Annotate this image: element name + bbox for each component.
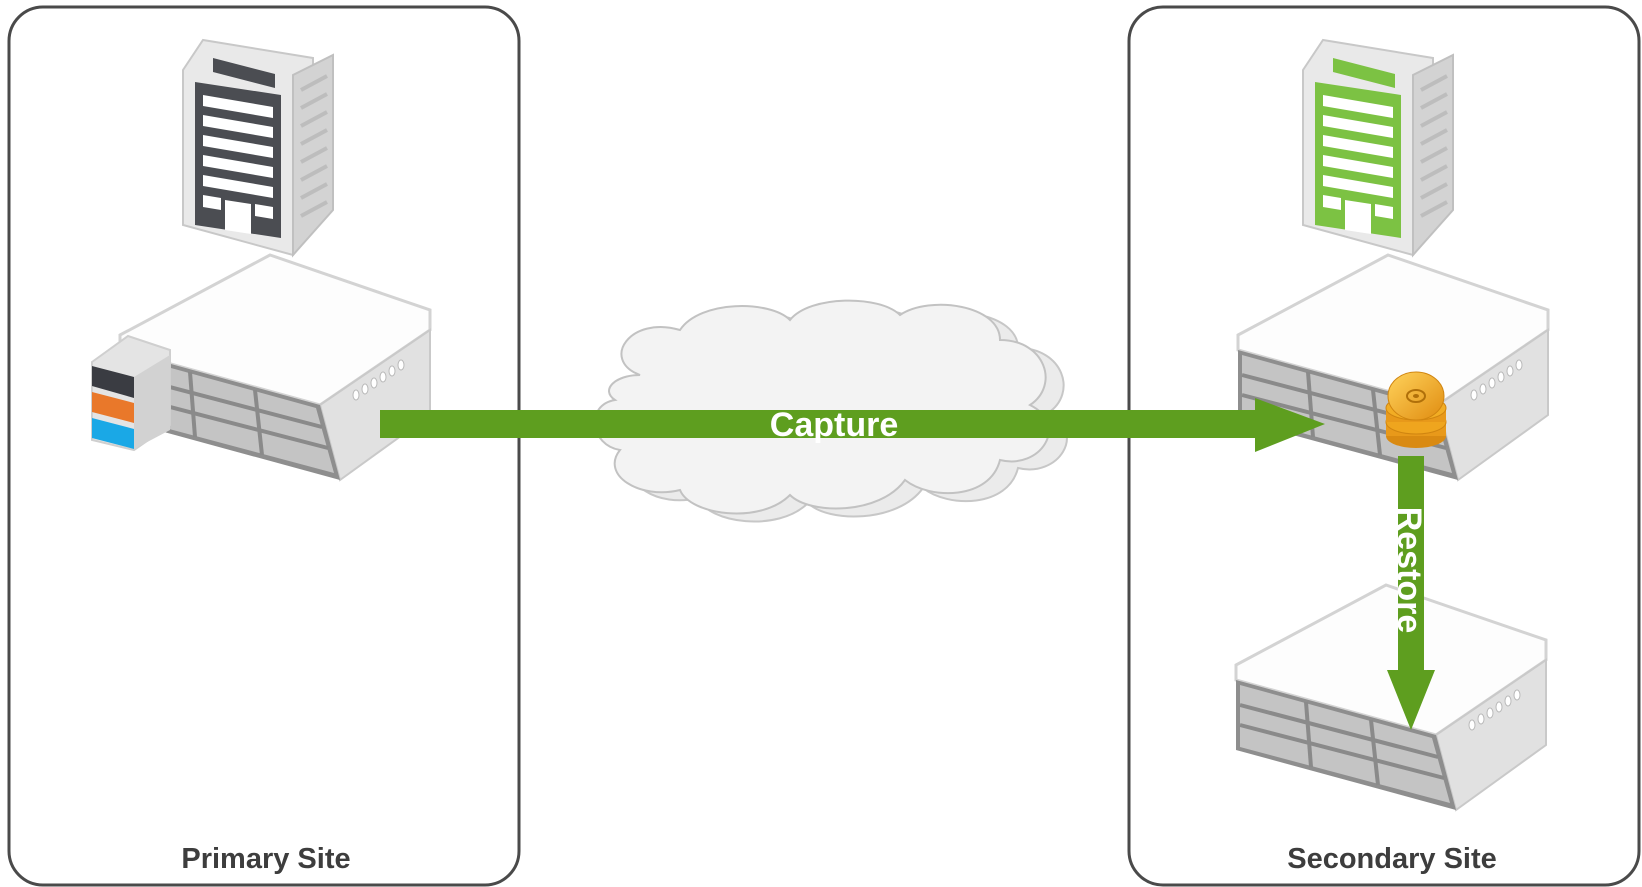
secondary-site-frame xyxy=(1127,5,1641,887)
restore-label: Restore xyxy=(1390,507,1428,634)
storage-array-icon xyxy=(1236,253,1550,482)
office-building-icon xyxy=(1302,38,1454,258)
disk-stack-icon xyxy=(1385,371,1447,448)
office-building-icon xyxy=(182,38,334,258)
secondary-site-label: Secondary Site xyxy=(1287,843,1497,875)
restore-arrow: Restore xyxy=(1387,456,1435,730)
primary-site-label: Primary Site xyxy=(181,843,350,875)
capture-arrow: Capture xyxy=(380,398,1325,452)
primary-site-frame xyxy=(7,5,521,887)
server-stack-icon xyxy=(91,334,171,452)
capture-label: Capture xyxy=(770,406,898,444)
